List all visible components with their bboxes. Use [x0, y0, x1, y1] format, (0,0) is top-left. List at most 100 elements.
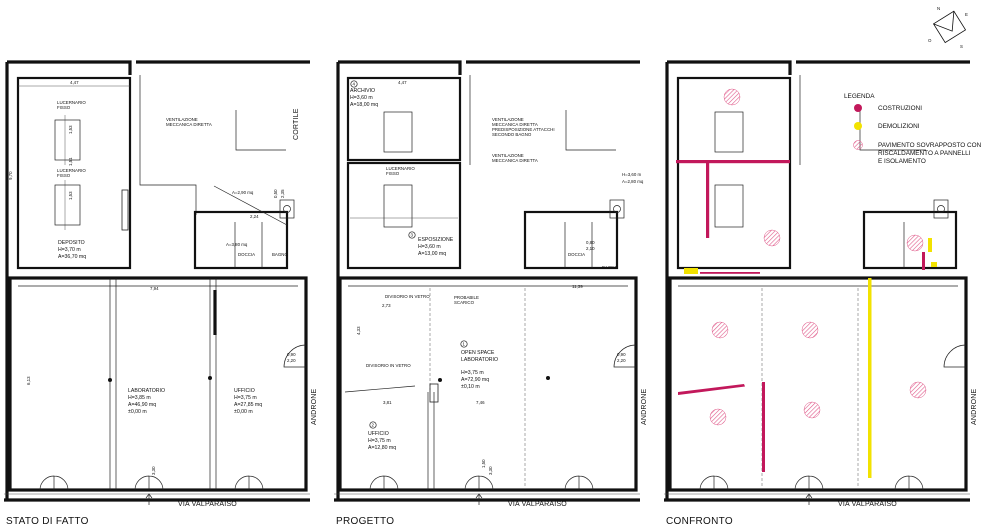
room-area: A=3,80 mq	[226, 242, 248, 247]
dimension: 1,51	[68, 157, 73, 166]
room-number: 4	[353, 82, 356, 87]
legend-item: RISCALDAMENTO A PANNELLI	[878, 150, 971, 157]
room-label: BAGNO	[272, 252, 288, 257]
dimension: 7,94	[150, 286, 159, 291]
skylight-icon	[383, 184, 413, 228]
legend-item: COSTRUZIONI	[878, 105, 922, 112]
room-area: A=12,80 mq	[368, 445, 396, 451]
dimension: 9,70	[8, 171, 13, 180]
dimension: 3,30	[151, 466, 156, 475]
room-label: OPEN SPACE	[461, 350, 495, 356]
note-drain: SCARICO	[454, 300, 475, 305]
door-swing-icon	[943, 344, 967, 368]
plan-confronto: CONFRONTO VIA VALPARAISO ANDRONE LEGENDA…	[664, 60, 982, 527]
new-floor-marker	[906, 234, 924, 252]
compass-letter: N	[937, 6, 940, 11]
dimension: 0,50	[273, 189, 278, 198]
legend-title: LEGENDA	[844, 93, 875, 100]
new-floor-marker	[711, 321, 729, 339]
street-label: VIA VALPARAISO	[838, 501, 897, 508]
front-doors	[39, 475, 264, 491]
new-wall	[762, 382, 765, 472]
room-height: H=3,75 m	[234, 395, 257, 401]
room-label: UFFICIO	[234, 388, 255, 394]
room-area: A=46,90 mq	[128, 402, 156, 408]
new-floor-marker	[803, 401, 821, 419]
room-number: 3	[411, 233, 414, 238]
legend: LEGENDA COSTRUZIONI DEMOLIZIONI PAVIMENT…	[844, 93, 982, 165]
legend-item: PAVIMENTO SOVRAPPOSTO CON	[878, 142, 982, 149]
courtyard-label: CORTILE	[293, 108, 300, 140]
new-wall	[922, 252, 925, 270]
room-level: ±0,00 m	[128, 409, 147, 415]
compass-letter: O	[928, 38, 932, 43]
skylight-icon	[54, 119, 81, 161]
room-height: H=3,60 m	[622, 172, 642, 177]
new-floor-marker	[801, 321, 819, 339]
entrance-label: ANDRONE	[971, 388, 978, 425]
legend-swatch-demolition	[854, 122, 862, 130]
note-skylight: LUCERNARIO	[57, 100, 86, 105]
room-area: A=72,90 mq	[461, 377, 489, 383]
room-number: 1	[463, 342, 466, 347]
dimension: 2,35	[280, 189, 285, 198]
new-floor-marker	[723, 88, 741, 106]
room-label: DOCCIA	[568, 252, 585, 257]
plan-title: CONFRONTO	[666, 516, 733, 527]
street-label: VIA VALPARAISO	[508, 501, 567, 508]
note-drain: PROBABILE	[454, 295, 479, 300]
note-ventilation: MECCANICA DIRETTA	[492, 158, 538, 163]
note-skylight: FISSO	[57, 105, 71, 110]
note-skylight: FISSO	[57, 173, 71, 178]
note-skylight: LUCERNARIO	[386, 166, 415, 171]
room-height: H=3,60 m	[350, 95, 373, 101]
street-label: VIA VALPARAISO	[178, 501, 237, 508]
room-label: LABORATORIO	[461, 357, 498, 363]
room-height: H=3,75 m	[368, 438, 391, 444]
new-floor-marker	[763, 229, 781, 247]
note-glass: DIVISORIO IN VETRO	[385, 294, 430, 299]
room-upper	[676, 76, 792, 270]
entrance-label: ANDRONE	[311, 388, 318, 425]
note-ventilation: VENTILAZIONE	[166, 117, 198, 122]
room-label: BAGNO	[602, 265, 618, 270]
demolished-wall	[928, 238, 932, 252]
room-bagno-block	[193, 210, 289, 270]
new-floor-marker	[909, 381, 927, 399]
new-floor-marker	[709, 408, 727, 426]
room-label: ARCHIVIO	[350, 88, 375, 94]
room-main-floor	[668, 276, 968, 492]
dimension: 4,33	[356, 326, 361, 335]
room-area: A=27,85 mq	[234, 402, 262, 408]
note-ventilation: VENTILAZIONE	[492, 117, 524, 122]
room-label: ESPOSIZIONE	[418, 237, 454, 243]
skylight-icon	[54, 184, 81, 226]
dimension: 2,20	[287, 358, 296, 363]
room-area: A=18,00 mq	[350, 102, 378, 108]
room-level: ±0,10 m	[461, 384, 480, 390]
room-area: A=13,00 mq	[418, 251, 446, 257]
dimension: 1,50	[481, 459, 486, 468]
dimension: 0,90	[287, 352, 296, 357]
dimension: 4,47	[70, 80, 79, 85]
plan-title: PROGETTO	[336, 516, 394, 527]
room-label: DOCCIA	[238, 252, 255, 257]
dimension: 2,24	[250, 214, 259, 219]
demolished-wall	[931, 262, 937, 267]
room-bagno-block	[862, 210, 958, 270]
dimension: 6,13	[26, 376, 31, 385]
room-main-floor	[338, 276, 638, 492]
dimension: 2,10	[586, 246, 595, 251]
dimension: 3,30	[488, 466, 493, 475]
dimension: 1,53	[68, 191, 73, 200]
room-label: LABORATORIO	[128, 388, 165, 394]
entrance-label: ANDRONE	[641, 388, 648, 425]
dimension: 4,47	[398, 80, 407, 85]
room-area: A=36,70 mq	[58, 254, 86, 260]
dimension: 3,81	[383, 400, 392, 405]
room-esposizione	[346, 161, 462, 270]
room-deposito	[16, 76, 132, 270]
plan-title: STATO DI FATTO	[6, 516, 89, 527]
note-glass: DIVISORIO IN VETRO	[366, 363, 411, 368]
